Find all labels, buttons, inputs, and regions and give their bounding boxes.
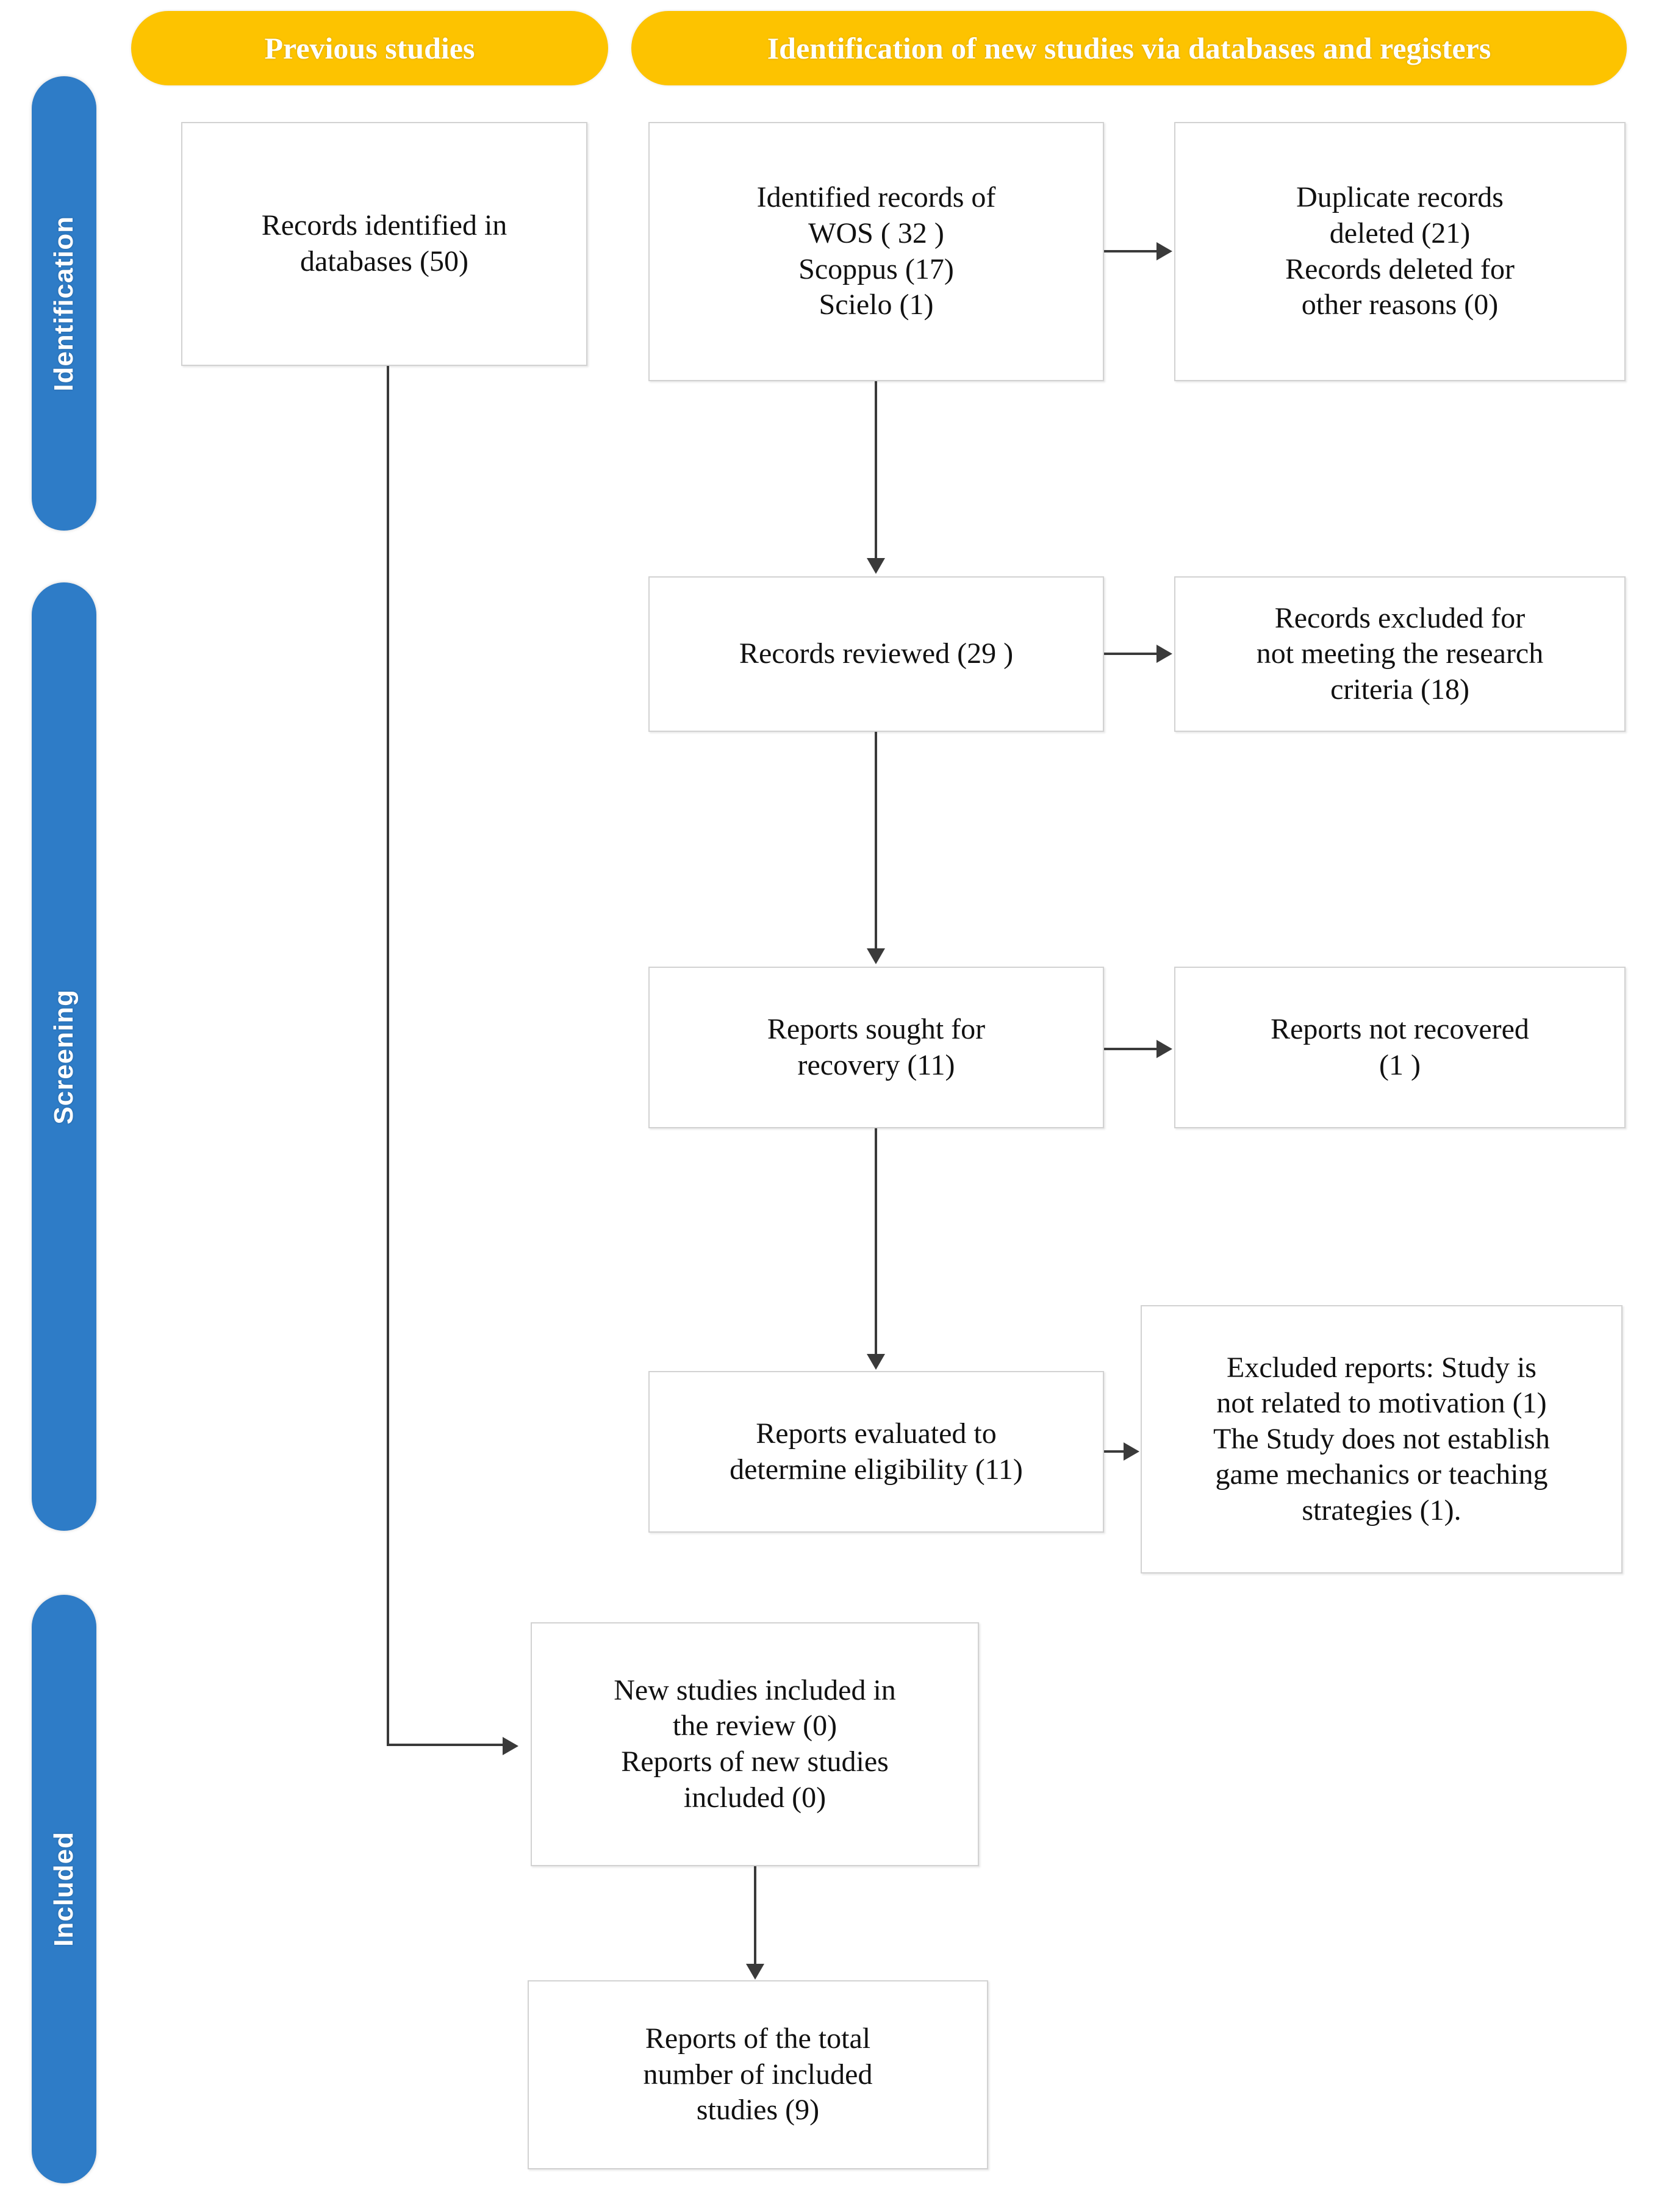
box-duplicate-records-deleted-text: Duplicate records deleted (21) Records d…	[1285, 181, 1515, 321]
stage-pill-included: Included	[32, 1595, 96, 2183]
stage-label-included: Included	[49, 1831, 79, 1947]
box-total-included-reports: Reports of the total number of included …	[528, 1980, 988, 2169]
connector-previous-studies-vertical	[387, 366, 389, 1746]
box-total-included-reports-text: Reports of the total number of included …	[643, 2022, 873, 2127]
arrowhead-identified-to-duplicates	[1156, 242, 1172, 260]
box-reports-not-recovered-text: Reports not recovered (1 )	[1271, 1012, 1529, 1081]
arrowhead-identified-to-reviewed	[867, 558, 885, 574]
column-header-new-studies-label: Identification of new studies via databa…	[767, 31, 1491, 65]
stage-label-identification: Identification	[49, 215, 79, 392]
box-duplicate-records-deleted: Duplicate records deleted (21) Records d…	[1174, 122, 1626, 381]
connector-new-studies-to-total	[754, 1866, 756, 1964]
box-new-studies-included-text: New studies included in the review (0) R…	[614, 1673, 896, 1814]
box-reports-evaluated-text: Reports evaluated to determine eligibili…	[730, 1417, 1023, 1486]
box-records-reviewed: Records reviewed (29 )	[648, 576, 1104, 732]
connector-identified-to-reviewed	[875, 381, 877, 558]
box-reports-sought-text: Reports sought for recovery (11)	[767, 1012, 986, 1081]
connector-identified-to-duplicates	[1104, 250, 1156, 252]
connector-reviewed-to-sought	[875, 732, 877, 948]
box-identified-records-sources: Identified records of WOS ( 32 ) Scoppus…	[648, 122, 1104, 381]
column-header-new-studies: Identification of new studies via databa…	[631, 11, 1627, 85]
box-records-reviewed-text: Records reviewed (29 )	[739, 637, 1014, 670]
connector-reviewed-to-excluded	[1104, 653, 1156, 655]
box-records-identified-databases: Records identified in databases (50)	[181, 122, 587, 366]
connector-sought-to-evaluated	[875, 1128, 877, 1354]
stage-pill-identification: Identification	[32, 76, 96, 531]
arrowhead-new-studies-to-total	[746, 1964, 764, 1980]
box-records-excluded: Records excluded for not meeting the res…	[1174, 576, 1626, 732]
box-records-identified-databases-text: Records identified in databases (50)	[261, 209, 507, 277]
box-new-studies-included: New studies included in the review (0) R…	[531, 1622, 979, 1866]
connector-evaluated-to-excluded-reports	[1104, 1450, 1124, 1453]
arrowhead-sought-to-not-recovered	[1156, 1040, 1172, 1058]
arrowhead-evaluated-to-excluded-reports	[1124, 1442, 1139, 1461]
arrowhead-sought-to-evaluated	[867, 1354, 885, 1370]
box-records-excluded-text: Records excluded for not meeting the res…	[1256, 601, 1544, 706]
arrowhead-reviewed-to-sought	[867, 948, 885, 964]
connector-sought-to-not-recovered	[1104, 1048, 1156, 1050]
box-excluded-reports: Excluded reports: Study is not related t…	[1141, 1305, 1623, 1573]
box-reports-not-recovered: Reports not recovered (1 )	[1174, 967, 1626, 1128]
arrowhead-previous-to-new-studies	[503, 1737, 518, 1755]
stage-label-screening: Screening	[49, 989, 79, 1125]
box-reports-evaluated: Reports evaluated to determine eligibili…	[648, 1371, 1104, 1533]
column-header-previous-studies-label: Previous studies	[264, 31, 475, 65]
column-header-previous-studies: Previous studies	[131, 11, 608, 85]
connector-previous-studies-horizontal	[387, 1744, 503, 1746]
box-reports-sought: Reports sought for recovery (11)	[648, 967, 1104, 1128]
stage-pill-screening: Screening	[32, 582, 96, 1531]
box-excluded-reports-text: Excluded reports: Study is not related t…	[1213, 1351, 1550, 1527]
arrowhead-reviewed-to-excluded	[1156, 645, 1172, 663]
box-identified-records-sources-text: Identified records of WOS ( 32 ) Scoppus…	[756, 181, 996, 321]
